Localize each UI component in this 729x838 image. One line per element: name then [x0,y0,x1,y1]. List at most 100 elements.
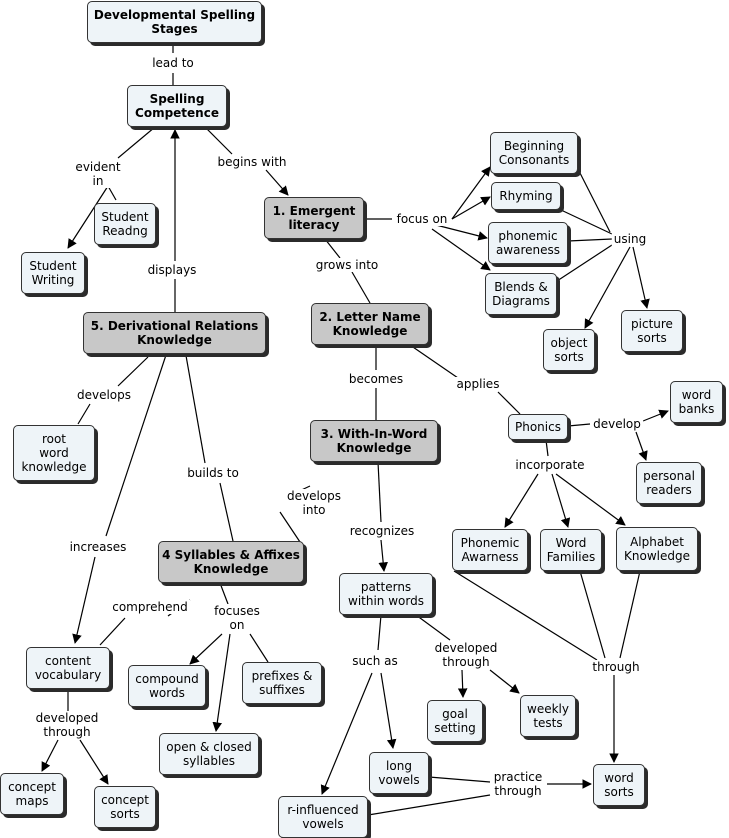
connector-line-29 [545,439,549,457]
connector-line-41 [105,354,167,537]
connector-line-28 [635,431,648,461]
node-phonemic-awareness[interactable]: phonemic awareness [488,222,568,264]
node-root-word-knowledge[interactable]: root word knowledge [13,425,95,481]
connector-line-4 [107,185,117,201]
link-label-developed-through-vocab: developed through [33,711,101,739]
node-patterns-within-words[interactable]: patterns within words [339,573,433,615]
connector-line-58 [380,672,397,749]
connector-line-9 [451,196,491,220]
link-label-increases: increases [67,540,129,554]
connector-line-62 [428,776,491,783]
connector-line-54 [41,739,59,772]
connector-line-51 [619,570,641,659]
connector-line-48 [249,633,269,663]
node-word-families[interactable]: Word Families [540,529,602,571]
node-spelling-competence[interactable]: Spelling Competence [127,85,227,127]
link-label-develops-into: develops into [284,489,344,517]
connector-line-43 [99,617,126,646]
connector-line-33 [117,356,149,387]
connector-line-47 [212,633,231,732]
connector-line-50 [579,570,606,659]
node-open-closed-syllables[interactable]: open & closed syllables [159,733,259,775]
node-compound-words[interactable]: compound words [128,665,206,707]
connector-line-60 [457,669,468,698]
connector-line-35 [219,482,234,542]
connector-line-14 [567,238,613,242]
connector-line-46 [189,633,223,665]
node-prefixes-suffixes[interactable]: prefixes & suffixes [242,662,322,704]
link-label-applies: applies [454,377,502,391]
link-label-such-as: such as [350,654,400,668]
node-concept-maps[interactable]: concept maps [0,773,64,815]
node-emergent-literacy[interactable]: 1. Emergent literacy [264,197,364,239]
link-label-grows-into: grows into [313,258,381,272]
node-r-influenced-vowels[interactable]: r-influenced vowels [278,796,368,838]
node-rhyming[interactable]: Rhyming [491,182,561,210]
node-beginning-consonants[interactable]: Beginning Consonants [490,132,578,174]
connector-line-39 [377,461,382,523]
link-label-evident-in: evident in [73,160,123,188]
connector-line-19 [351,271,371,304]
connector-line-31 [551,473,571,528]
connector-line-11 [431,228,491,271]
connector-line-56 [377,614,382,651]
node-letter-name-knowledge[interactable]: 2. Letter Name Knowledge [311,303,429,345]
connector-line-30 [504,473,539,528]
connector-line-25 [497,391,521,415]
connector-line-36 [178,332,206,464]
node-concept-sorts[interactable]: concept sorts [94,786,156,828]
link-label-focus-on: focus on [394,212,450,226]
connector-line-26 [567,423,591,427]
link-label-developed-through-patterns: developed through [432,641,500,669]
connector-line-8 [451,166,491,220]
link-label-builds-to: builds to [185,466,241,480]
connector-line-37 [279,511,303,546]
connector-line-59 [415,614,451,641]
node-student-writing[interactable]: Student Writing [21,252,85,294]
node-picture-sorts[interactable]: picture sorts [621,310,683,352]
connector-line-55 [79,739,109,785]
link-label-comprehend: comprehend [110,600,190,614]
node-content-vocabulary[interactable]: content vocabulary [26,647,110,689]
connector-line-3 [67,185,109,249]
node-personal-readers[interactable]: personal readers [636,462,702,504]
connector-line-5 [204,126,233,155]
connector-line-12 [579,172,611,233]
node-derivational-relations[interactable]: 5. Derivational Relations Knowledge [83,312,266,354]
link-label-focuses-on: focuses on [212,604,262,632]
connector-line-49 [453,570,598,661]
node-object-sorts[interactable]: object sorts [543,329,595,371]
node-weekly-tests[interactable]: weekly tests [520,695,576,737]
connector-line-57 [320,672,373,795]
connector-line-45 [219,582,229,605]
node-student-readng[interactable]: Student Readng [94,203,156,245]
node-alphabet-knowledge[interactable]: Alphabet Knowledge [616,527,698,571]
node-blends-diagrams[interactable]: Blends & Diagrams [485,273,557,315]
link-label-develop: develop [591,417,643,431]
connector-line-61 [489,669,520,694]
link-label-displays: displays [145,263,199,277]
connector-line-13 [560,209,613,235]
node-word-banks[interactable]: word banks [670,381,723,423]
node-word-sorts[interactable]: word sorts [593,764,645,806]
node-developmental-spelling-stages[interactable]: Developmental Spelling Stages [87,1,262,43]
connector-line-34 [77,403,91,425]
link-label-incorporate: incorporate [513,458,587,472]
node-phonemic-awarness[interactable]: Phonemic Awarness [452,529,528,571]
connector-line-6 [265,169,289,196]
node-goal-setting[interactable]: goal setting [427,700,483,742]
link-label-practice-through: practice through [491,770,545,798]
link-label-begins-with: begins with [215,155,289,169]
node-phonics[interactable]: Phonics [508,414,568,440]
connector-line-27 [642,409,669,422]
link-label-lead-to: lead to [150,56,196,70]
node-within-word-knowledge[interactable]: 3. With-In-Word Knowledge [310,420,438,462]
link-label-becomes: becomes [346,372,406,386]
node-syllables-affixes[interactable]: 4 Syllables & Affixes Knowledge [158,541,304,583]
connector-line-18 [324,238,341,259]
link-label-recognizes: recognizes [347,524,417,538]
node-long-vowels[interactable]: long vowels [369,752,429,794]
connector-line-2 [117,126,156,159]
